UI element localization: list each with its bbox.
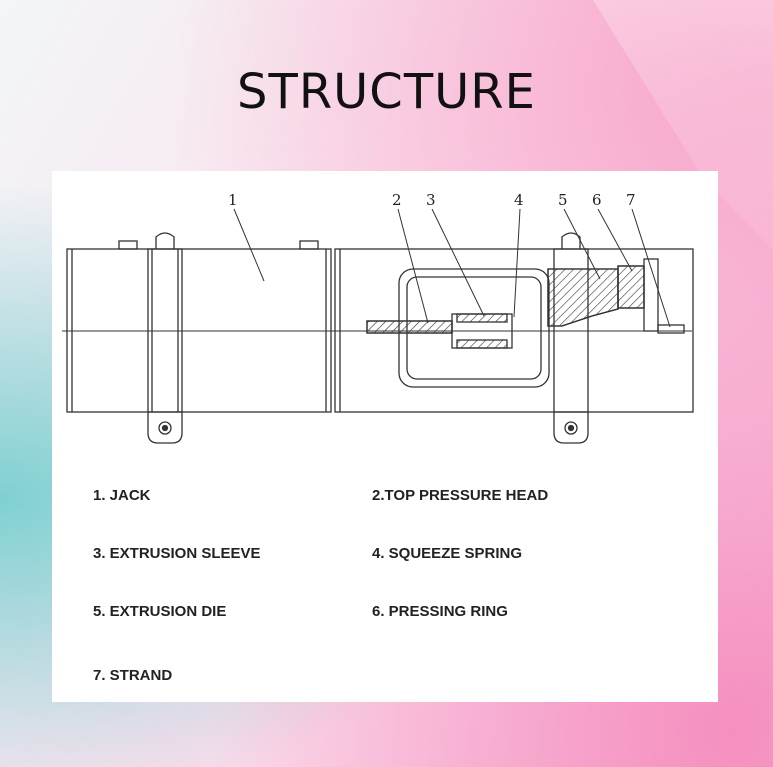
callout-6: 6 (592, 191, 602, 209)
page-title: STRUCTURE (237, 64, 536, 120)
callout-5: 5 (558, 191, 568, 209)
callout-4: 4 (514, 191, 524, 209)
legend-item-squeeze-spring: 4. SQUEEZE SPRING (372, 545, 523, 562)
callout-1: 1 (228, 191, 238, 209)
callout-2: 2 (392, 191, 402, 209)
structure-drawing: 1 2 3 4 5 6 7 (62, 191, 694, 444)
legend-item-jack: 1. JACK (93, 487, 151, 504)
legend-item-strand: 7. STRAND (93, 667, 173, 684)
callout-7: 7 (626, 191, 636, 209)
legend-item-extrusion-sleeve: 3. EXTRUSION SLEEVE (93, 545, 261, 562)
legend-item-top-pressure-head: 2.TOP PRESSURE HEAD (372, 487, 549, 504)
legend-item-extrusion-die: 5. EXTRUSION DIE (93, 603, 227, 620)
callout-3: 3 (426, 191, 436, 209)
legend-item-pressing-ring: 6. PRESSING RING (372, 603, 508, 620)
diagram-panel: 1 2 3 4 5 6 7 1. JACK 2.TOP PRESSURE HEA… (52, 171, 718, 702)
